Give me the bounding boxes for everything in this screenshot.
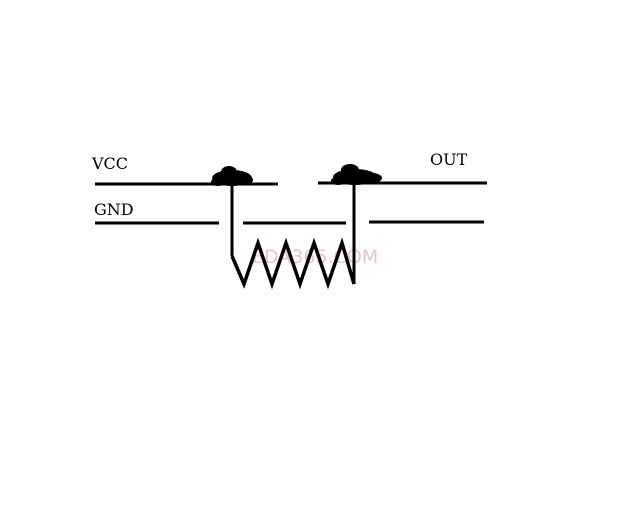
junction-blob-left xyxy=(211,166,253,186)
gnd-label: GND xyxy=(94,200,134,219)
out-label: OUT xyxy=(430,150,468,169)
resistor-zigzag xyxy=(230,237,356,290)
junction-blob-right xyxy=(331,164,382,185)
vcc-label: VCC xyxy=(91,154,128,173)
